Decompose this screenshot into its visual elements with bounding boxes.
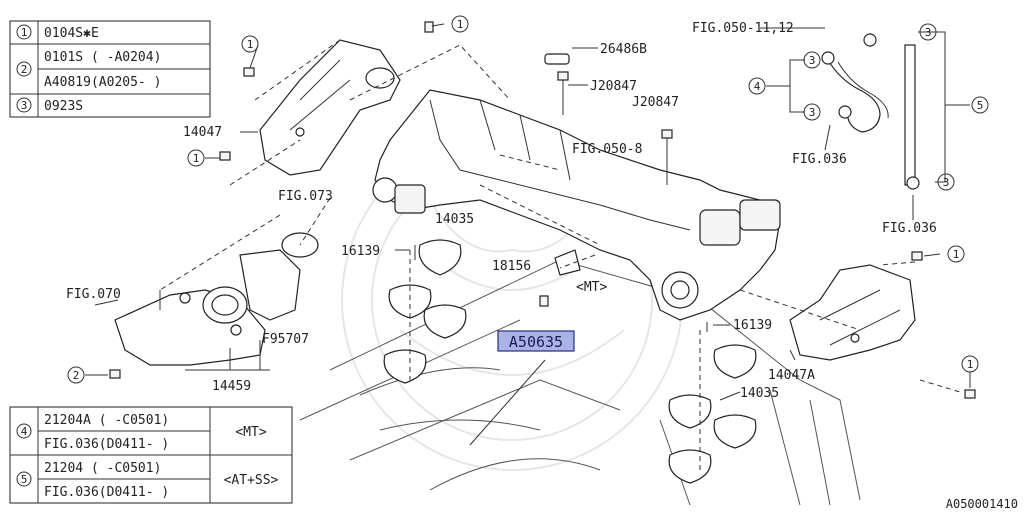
svg-text:1: 1 [457,18,464,31]
callout-4: 4 [748,77,766,95]
label-16139-left: 16139 [341,244,380,259]
svg-text:3: 3 [943,176,950,189]
svg-text:4: 4 [754,80,761,93]
label-14035-left: 14035 [435,212,474,227]
bolts [109,21,976,399]
callout-1-top: 1 [451,15,469,33]
svg-text:1: 1 [967,358,974,371]
label-f95707: F95707 [262,332,309,347]
callout-1-lower-right: 1 [961,355,979,373]
svg-text:3: 3 [809,54,816,67]
callout-1-left: 1 [187,149,205,167]
label-mt: <MT> [576,280,607,295]
label-j20847-b: J20847 [632,95,679,110]
legend-part-1: 0104S✱E [44,26,99,41]
callout-3-top-right: 3 [919,23,937,41]
label-fig050-8: FIG.050-8 [572,142,642,157]
legend-part-5a: 21204 ( -C0501) [44,461,161,476]
legend-num-2: 2 [21,63,28,76]
legend-note-atss: <AT+SS> [224,473,279,488]
label-14035-right: 14035 [740,386,779,401]
gaskets-left [383,239,467,384]
heat-shield-14047a [789,264,916,361]
label-26486b: 26486B [600,42,647,57]
callout-3-bottom-right: 3 [937,173,955,191]
callout-5: 5 [971,96,989,114]
legend-table-bottom: 4 21204A ( -C0501) FIG.036(D0411- ) <MT>… [9,406,293,504]
legend-num-4: 4 [21,425,28,438]
svg-text:1: 1 [247,38,254,51]
label-fig073: FIG.073 [278,189,333,204]
label-fig036-mid: FIG.036 [792,152,847,167]
callout-3-low: 3 [803,103,821,121]
svg-text:3: 3 [809,106,816,119]
leader-lines [85,23,971,446]
label-fig050-11-12: FIG.050-11,12 [692,21,794,36]
label-18156: 18156 [492,259,531,274]
svg-text:2: 2 [73,369,80,382]
label-fig070: FIG.070 [66,287,121,302]
intake-manifold [372,89,781,321]
heat-shield-14047 [259,39,401,176]
air-intake-duct [114,232,319,366]
label-16139-right: 16139 [733,318,772,333]
callout-1-right: 1 [947,245,965,263]
legend-num-5: 5 [21,473,28,486]
gaskets-right [668,344,757,484]
label-fig036-right: FIG.036 [882,221,937,236]
legend-note-mt: <MT> [235,425,266,440]
svg-text:3: 3 [925,26,932,39]
svg-text:1: 1 [953,248,960,261]
label-14459: 14459 [212,379,251,394]
hoses [821,33,920,190]
legend-part-2a: 0101S ( -A0204) [44,50,161,65]
assembly-lines [159,39,961,470]
callout-1-upper-left: 1 [241,35,259,53]
label-14047a: 14047A [768,368,815,383]
part-labels: 26486B J20847 J20847 14047 FIG.050-8 FIG… [66,21,1018,511]
label-14047: 14047 [183,125,222,140]
callout-2-left: 2 [67,366,85,384]
legend-part-4b: FIG.036(D0411- ) [44,437,169,452]
legend-part-4a: 21204A ( -C0501) [44,413,169,428]
highlighted-part-a50635[interactable]: A50635 [497,330,575,352]
highlighted-part-label[interactable]: A50635 [509,333,563,351]
svg-text:1: 1 [193,152,200,165]
callouts: 1 1 1 2 1 1 3 3 [67,15,989,384]
legend-part-3: 0923S [44,99,83,114]
legend-table-top: 1 0104S✱E 2 0101S ( -A0204) A40819(A0205… [9,20,211,118]
legend-part-5b: FIG.036(D0411- ) [44,485,169,500]
legend-part-2b: A40819(A0205- ) [44,75,161,90]
diagram-id: A050001410 [946,497,1018,511]
svg-text:5: 5 [977,99,984,112]
legend-num-1: 1 [21,26,28,39]
callout-3-mid: 3 [803,51,821,69]
label-j20847-a: J20847 [590,79,637,94]
legend-num-3: 3 [21,99,28,112]
